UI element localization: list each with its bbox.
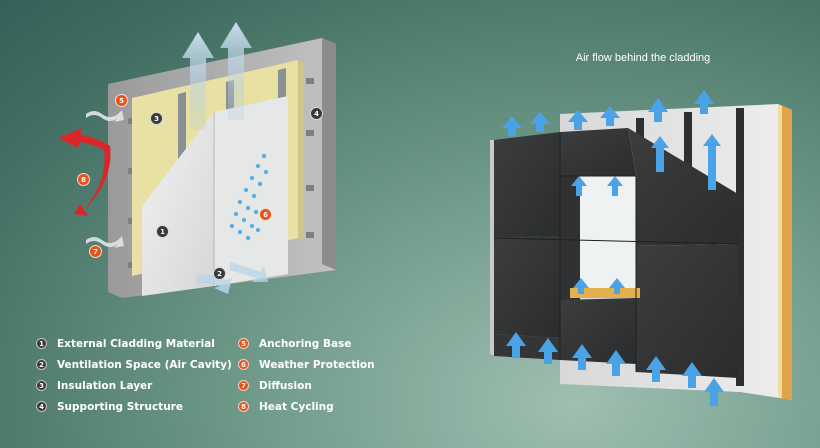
legend-badge-6: 6 [238, 359, 249, 370]
legend-badge-7: 7 [238, 380, 249, 391]
legend-label-ventilation-space: Ventilation Space (Air Cavity) [57, 358, 232, 371]
legend-item-1: 1 External Cladding Material [36, 333, 232, 354]
callout-4: 4 [310, 107, 323, 120]
callout-3: 3 [150, 112, 163, 125]
airflow-arrows [502, 90, 724, 406]
callout-5: 5 [115, 94, 128, 107]
legend-left-column: 1 External Cladding Material 2 Ventilati… [36, 333, 232, 417]
air-intake-arrow [196, 274, 232, 294]
legend-label-supporting-structure: Supporting Structure [57, 400, 183, 413]
legend-item-8: 8 Heat Cycling [238, 396, 375, 417]
legend-label-external-cladding: External Cladding Material [57, 337, 215, 350]
callout-7: 7 [89, 245, 102, 258]
legend-label-heat-cycling: Heat Cycling [259, 400, 334, 413]
heat-cycling-arrow [58, 128, 111, 216]
legend-right-column: 5 Anchoring Base 6 Weather Protection 7 … [238, 333, 375, 417]
legend-item-2: 2 Ventilation Space (Air Cavity) [36, 354, 232, 375]
legend-label-weather-protection: Weather Protection [259, 358, 375, 371]
cladding-panel-front [142, 112, 214, 296]
legend-item-6: 6 Weather Protection [238, 354, 375, 375]
diffusion-arrow-bottom [86, 236, 124, 248]
air-outflow-arrow-left [182, 32, 214, 130]
legend-label-anchoring-base: Anchoring Base [259, 337, 352, 350]
callout-2: 2 [213, 267, 226, 280]
air-outflow-arrow-right [220, 22, 252, 120]
legend-badge-2: 2 [36, 359, 47, 370]
cladding-panel-right [214, 96, 288, 286]
legend-item-3: 3 Insulation Layer [36, 375, 232, 396]
legend-badge-3: 3 [36, 380, 47, 391]
legend-badge-4: 4 [36, 401, 47, 412]
callout-6: 6 [259, 208, 272, 221]
legend-label-insulation-layer: Insulation Layer [57, 379, 153, 392]
legend-badge-5: 5 [238, 338, 249, 349]
dark-cladding [490, 128, 739, 378]
legend-badge-8: 8 [238, 401, 249, 412]
legend-badge-1: 1 [36, 338, 47, 349]
left-wall-assembly [58, 22, 336, 298]
callout-8: 8 [77, 173, 90, 186]
right-wall-assembly [490, 90, 792, 406]
window-opening [580, 176, 636, 294]
legend-label-diffusion: Diffusion [259, 379, 312, 392]
right-diagram-title: Air flow behind the cladding [575, 52, 711, 64]
legend-item-4: 4 Supporting Structure [36, 396, 232, 417]
callout-1: 1 [156, 225, 169, 238]
weather-droplets [229, 153, 269, 241]
legend-item-7: 7 Diffusion [238, 375, 375, 396]
legend-item-5: 5 Anchoring Base [238, 333, 375, 354]
diffusion-arrow-top [86, 110, 124, 122]
